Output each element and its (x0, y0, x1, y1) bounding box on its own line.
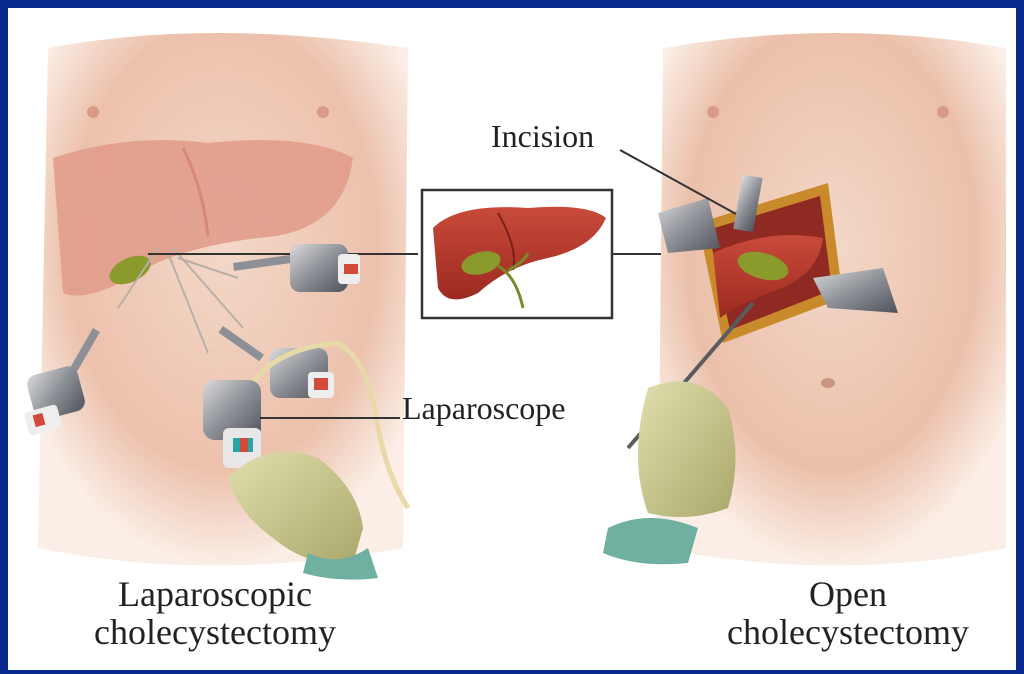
caption-laparoscopic: Laparoscopic cholecystectomy (50, 576, 380, 652)
laparoscope-label: Laparoscope (402, 392, 565, 426)
caption-line: cholecystectomy (698, 614, 998, 652)
left-torso (23, 33, 418, 580)
caption-open: Open cholecystectomy (698, 576, 998, 652)
liver-inset (422, 190, 612, 318)
caption-line: cholecystectomy (50, 614, 380, 652)
caption-line: Laparoscopic (50, 576, 380, 614)
illustration-canvas: Incision Laparoscope Laparoscopic cholec… (8, 8, 1016, 670)
incision-label: Incision (491, 120, 594, 154)
right-torso (603, 33, 1006, 566)
glove-hand-icon (638, 381, 736, 517)
caption-line: Open (698, 576, 998, 614)
cholecystectomy-illustration (8, 8, 1016, 670)
